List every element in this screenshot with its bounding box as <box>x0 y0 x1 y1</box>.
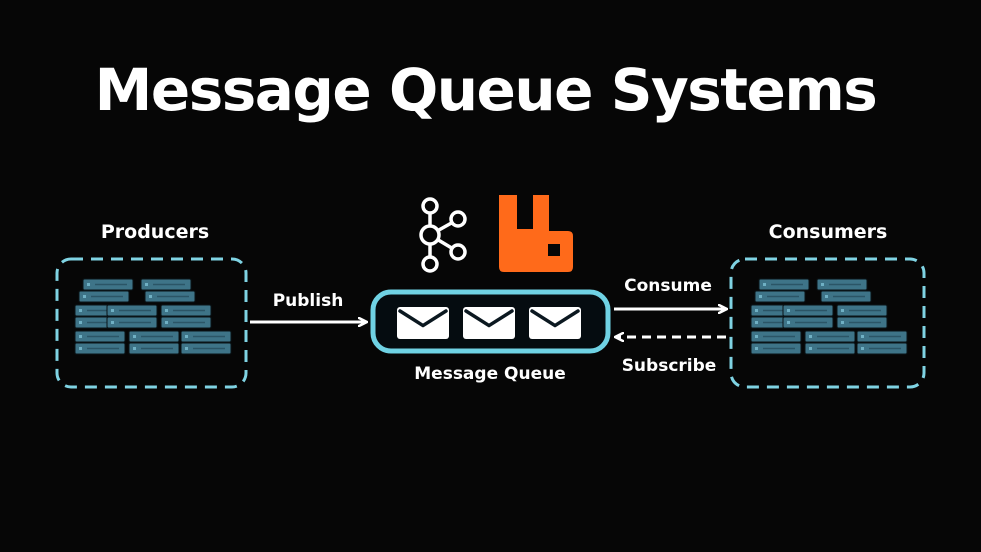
server-unit-icon <box>106 316 158 329</box>
producers-label: Producers <box>101 221 209 243</box>
consumers-box <box>729 257 926 389</box>
server-unit-icon <box>804 342 856 355</box>
server-unit-icon <box>180 330 232 343</box>
server-unit-icon <box>758 278 810 291</box>
server-unit-icon <box>106 304 158 317</box>
server-unit-icon <box>74 330 126 343</box>
server-unit-icon <box>856 330 908 343</box>
subscribe-label: Subscribe <box>622 356 717 376</box>
server-unit-icon <box>836 304 888 317</box>
producers-box <box>55 257 248 389</box>
server-unit-icon <box>128 342 180 355</box>
kafka-logo-icon <box>419 197 467 273</box>
rabbitmq-logo-icon <box>499 195 573 272</box>
consume-label: Consume <box>624 276 712 296</box>
server-unit-icon <box>750 330 802 343</box>
publish-label: Publish <box>273 291 344 311</box>
message-envelopes <box>397 307 581 339</box>
server-unit-icon <box>836 316 888 329</box>
server-unit-icon <box>750 342 802 355</box>
consumer-server-stack-icon <box>750 278 908 355</box>
server-unit-icon <box>82 278 134 291</box>
server-unit-icon <box>140 278 192 291</box>
server-unit-icon <box>180 342 232 355</box>
server-unit-icon <box>782 304 834 317</box>
server-unit-icon <box>128 330 180 343</box>
server-unit-icon <box>816 278 868 291</box>
consumers-label: Consumers <box>769 221 888 243</box>
server-unit-icon <box>74 342 126 355</box>
envelope-icon <box>463 307 515 339</box>
server-unit-icon <box>78 290 130 303</box>
message-queue-label: Message Queue <box>414 364 566 384</box>
producer-server-stack-icon <box>74 278 232 355</box>
server-unit-icon <box>820 290 872 303</box>
envelope-icon <box>397 307 449 339</box>
page-title: Message Queue Systems <box>94 56 878 124</box>
server-unit-icon <box>804 330 856 343</box>
server-unit-icon <box>782 316 834 329</box>
server-unit-icon <box>754 290 806 303</box>
server-unit-icon <box>856 342 908 355</box>
server-unit-icon <box>160 316 212 329</box>
server-unit-icon <box>144 290 196 303</box>
server-unit-icon <box>160 304 212 317</box>
envelope-icon <box>529 307 581 339</box>
